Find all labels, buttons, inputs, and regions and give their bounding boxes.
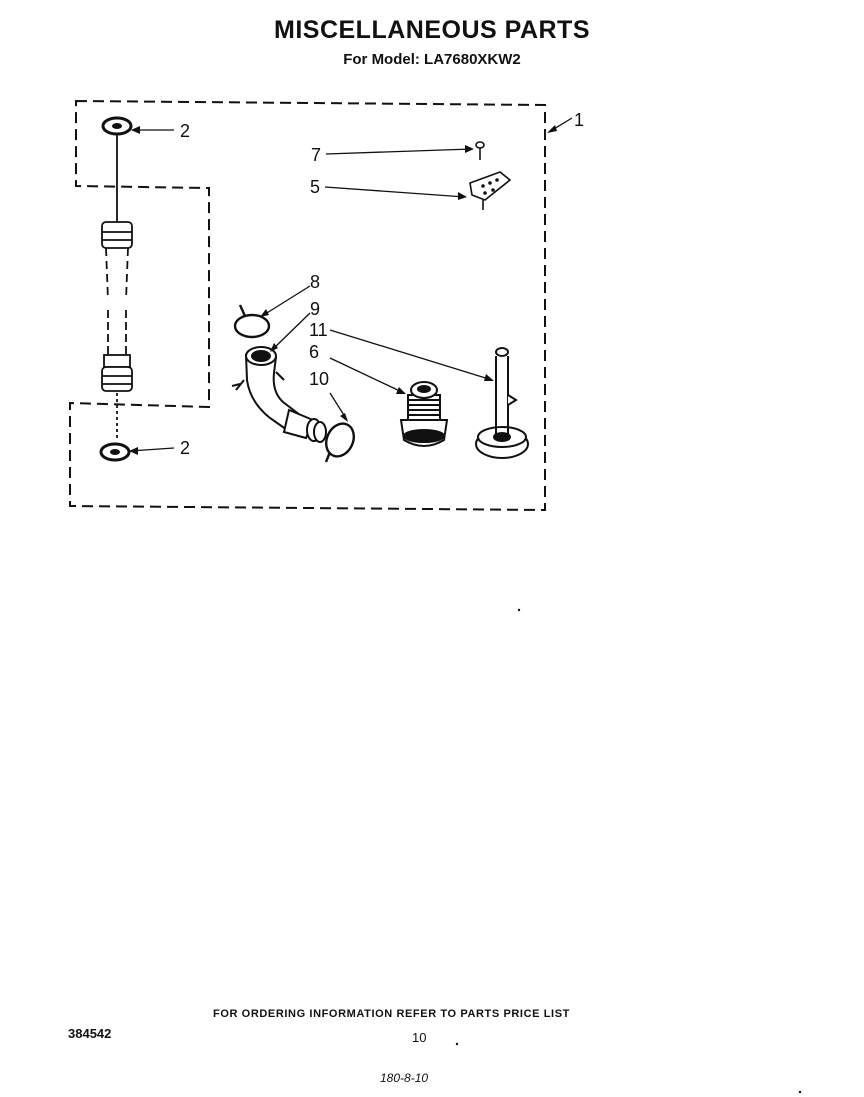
callout-10: 10 [309, 369, 329, 389]
arrowhead-8 [260, 309, 269, 317]
scan-speck [455, 1042, 459, 1046]
callout-7: 7 [311, 145, 321, 165]
arrowhead-7 [465, 145, 474, 153]
callout-2-bottom: 2 [180, 438, 190, 458]
callout-6: 6 [309, 342, 319, 362]
leg-foot [399, 381, 449, 447]
arrowhead-9 [270, 343, 278, 352]
document-number: 384542 [68, 1026, 112, 1041]
arrowhead-10 [340, 413, 348, 422]
leader-9 [271, 312, 311, 351]
hose-elbow [231, 346, 327, 443]
callout-1: 1 [574, 110, 584, 130]
screw [475, 141, 485, 160]
arrowhead-2-top [131, 126, 140, 134]
callout-9: 9 [310, 299, 320, 319]
page-title: MISCELLANEOUS PARTS [274, 16, 590, 44]
handwritten-code: 180-8-10 [380, 1071, 429, 1085]
kit-boundary [69, 99, 546, 512]
leader-11 [329, 329, 493, 381]
page-number: 10 [412, 1030, 427, 1045]
leader-5 [324, 186, 466, 198]
arrowhead-6 [396, 387, 406, 394]
leader-7 [325, 148, 473, 155]
arrowhead-11 [484, 374, 494, 381]
model-subtitle: For Model: LA7680XKW2 [343, 51, 521, 68]
leader-6 [329, 357, 405, 394]
scan-speck [517, 608, 521, 612]
arrowhead-2-bottom [129, 447, 138, 455]
clamp-upper [233, 304, 271, 339]
leveling-rod [475, 347, 529, 459]
ordering-info-note: FOR ORDERING INFORMATION REFER TO PARTS … [213, 1008, 570, 1020]
callout-5: 5 [310, 177, 320, 197]
callout-11: 11 [309, 320, 328, 340]
clamp-lower [324, 422, 355, 463]
clip [469, 171, 512, 210]
arrowhead-1 [547, 125, 557, 133]
washer-top [101, 116, 133, 136]
callout-8: 8 [310, 272, 320, 292]
leader-8 [261, 285, 311, 317]
arrowhead-5 [458, 192, 467, 200]
scan-speck [798, 1090, 802, 1094]
callout-2-top: 2 [180, 121, 190, 141]
fill-hose [101, 135, 133, 440]
washer-bottom [99, 442, 131, 462]
